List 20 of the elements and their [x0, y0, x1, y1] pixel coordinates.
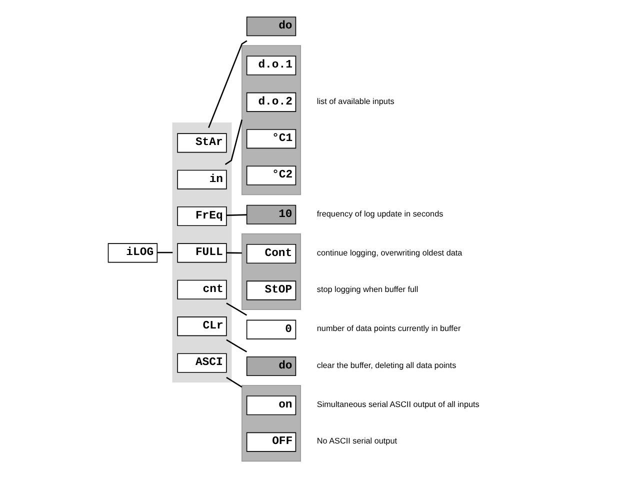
cluster [172, 122, 232, 383]
connector [157, 252, 173, 254]
node-label: stop logging when buffer full [316, 285, 418, 294]
connector [226, 339, 248, 352]
connector [226, 252, 242, 254]
connector [226, 376, 242, 388]
node-label: No ASCII serial output [316, 436, 397, 446]
connector [208, 40, 248, 128]
cluster [242, 45, 302, 196]
connector [226, 214, 247, 216]
node-label: continue logging, overwriting oldest data [316, 248, 462, 258]
node-label: clear the buffer, deleting all data points [316, 360, 456, 370]
node-label: list of available inputs [316, 96, 394, 106]
cluster [242, 384, 302, 462]
node-label: frequency of log update in seconds [316, 209, 444, 218]
node-label: Simultaneous serial ASCII output of all inputs [316, 400, 480, 409]
cluster [242, 233, 302, 310]
connector [226, 302, 248, 316]
connector [224, 120, 243, 165]
node-label: number of data points currently in buffer [316, 324, 461, 334]
